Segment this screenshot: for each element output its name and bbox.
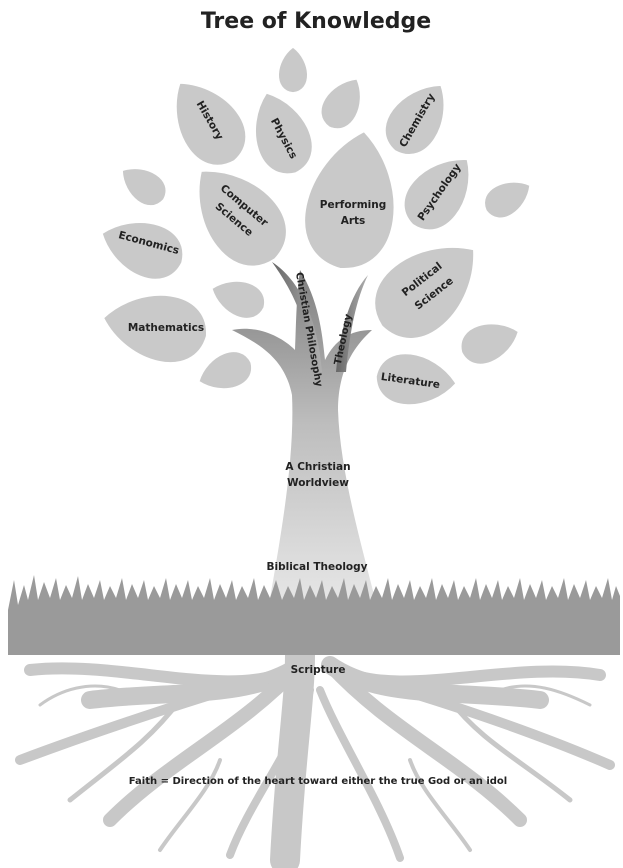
leaf-far-right	[484, 181, 531, 219]
leaf-right-small	[460, 323, 519, 365]
label-scripture: Scripture	[291, 664, 346, 676]
leaf-psychology	[403, 158, 470, 231]
leaf-left-small	[122, 168, 167, 206]
leaf-computer-science	[197, 170, 288, 268]
label-performing-arts-2: Arts	[341, 215, 366, 227]
label-mathematics: Mathematics	[128, 322, 204, 334]
leaf-mathematics	[102, 294, 208, 364]
leaf-economics	[101, 221, 184, 281]
branch-left	[272, 262, 322, 372]
grass-band	[8, 610, 620, 655]
leaf-performing-arts	[303, 129, 396, 270]
footer-caption: Faith = Direction of the heart toward ei…	[129, 776, 507, 787]
leaf-top	[278, 47, 308, 93]
leaf-political-science	[373, 246, 475, 340]
label-biblical-theology: Biblical Theology	[266, 561, 367, 573]
branch-right	[336, 275, 368, 372]
leaf-mid-left	[211, 281, 265, 319]
leaf-top-right	[320, 78, 361, 130]
leaf-low-left	[198, 351, 252, 389]
label-worldview-2: Worldview	[287, 477, 349, 489]
label-worldview-1: A Christian	[285, 461, 350, 473]
roots	[15, 640, 615, 868]
label-performing-arts-1: Performing	[320, 199, 387, 211]
leaf-physics	[254, 92, 314, 175]
leaf-history	[175, 82, 247, 167]
leaf-chemistry	[384, 84, 445, 156]
leaf-literature	[375, 353, 457, 406]
leaves	[101, 47, 531, 406]
diagram-title: Tree of Knowledge	[201, 9, 431, 34]
